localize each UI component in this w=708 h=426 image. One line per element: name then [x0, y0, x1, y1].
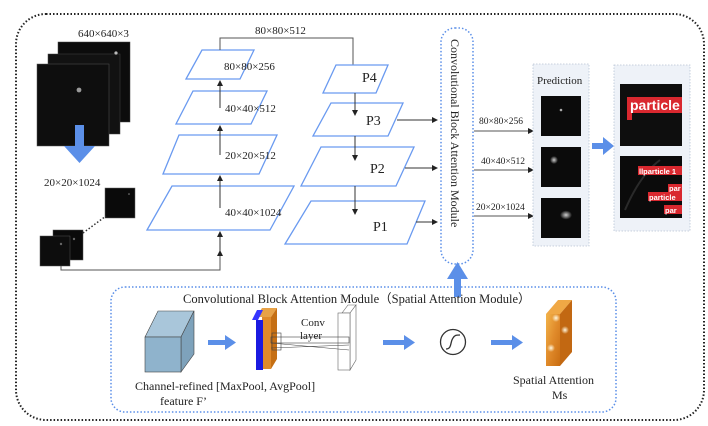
head-output-3-label: 20×20×1024 [476, 203, 525, 213]
top-connection-label: 80×80×512 [255, 25, 306, 37]
backbone-output-label: 20×20×1024 [44, 177, 101, 189]
conv-layer-label-1: Conv [301, 317, 325, 329]
spatial-attention-map-icon [546, 300, 572, 366]
pyramid-p1 [283, 200, 426, 245]
input-size-label: 640×640×3 [78, 28, 129, 40]
spatial-attention-label-1: Spatial Attention [513, 373, 594, 387]
input-image-stack [36, 41, 131, 147]
pyramid-p3 [311, 102, 405, 137]
pooled-feature-icon [252, 308, 277, 370]
cbam-vertical-box [440, 27, 474, 265]
backbone-layer-1 [184, 49, 256, 80]
detection-bottom-label-3: particle [649, 193, 676, 202]
right-arrow-icon [208, 335, 236, 350]
skip-connection-line [60, 250, 223, 271]
pyramid-p2-label: P2 [370, 162, 385, 177]
prediction-thumbnails [541, 96, 581, 238]
backbone-layer-2 [174, 90, 269, 125]
prediction-image-2 [541, 147, 581, 187]
right-arrow-icon [491, 335, 523, 350]
sigmoid-icon [439, 328, 467, 356]
right-arrow-icon [383, 335, 415, 350]
detection-bottom-label-2: par [669, 184, 681, 193]
outer-frame [15, 13, 705, 421]
pyramid-p3-label: P3 [366, 114, 381, 129]
head-output-arrows [474, 128, 534, 219]
top-connection-line [219, 37, 356, 72]
detection-top-label: particle [630, 97, 680, 113]
prediction-image-1 [541, 96, 581, 136]
backbone-layers [145, 49, 296, 251]
prediction-image-3 [541, 198, 581, 238]
right-arrow-icon [592, 137, 614, 155]
input-feature-label-2: feature F’ [160, 394, 207, 408]
backbone-layer-3-label: 20×20×512 [225, 150, 276, 162]
conv-layer-icon [270, 304, 357, 372]
detection-image-bottom: llparticle 1 par particle par [620, 156, 682, 218]
pyramid-p4-label: P4 [362, 71, 377, 86]
head-output-2-label: 40×40×512 [481, 157, 525, 167]
detection-bottom-label-4: par [665, 206, 677, 215]
pyramid-p4 [321, 64, 389, 94]
head-output-1-label: 80×80×256 [479, 117, 523, 127]
pyramid-p1-label: P1 [373, 220, 388, 235]
feature-map-thumbnails [39, 187, 136, 267]
input-feature-label-1: Channel-refined [MaxPool, AvgPool] [135, 379, 315, 393]
backbone-layer-4-label: 40×40×1024 [225, 207, 282, 219]
spatial-attention-module [110, 286, 617, 413]
detection-bottom-label-1: llparticle 1 [639, 167, 676, 176]
spatial-module-title: Convolutional Block Attention Module（Spa… [183, 292, 531, 306]
feature-cube-icon [144, 310, 195, 373]
spatial-attention-label-2: Ms [552, 388, 568, 402]
detection-image-top: particle [620, 84, 682, 146]
backbone-layer-1-label: 80×80×256 [224, 61, 275, 73]
backbone-layer-2-label: 40×40×512 [225, 103, 276, 115]
pyramid-levels [283, 64, 438, 245]
cbam-vertical-label: Convolutional Block Attention Module [448, 39, 462, 227]
pyramid-p2 [299, 146, 416, 187]
down-arrow-icon [64, 125, 95, 163]
conv-layer-label-2: layer [300, 330, 322, 342]
prediction-title: Prediction [537, 75, 583, 87]
